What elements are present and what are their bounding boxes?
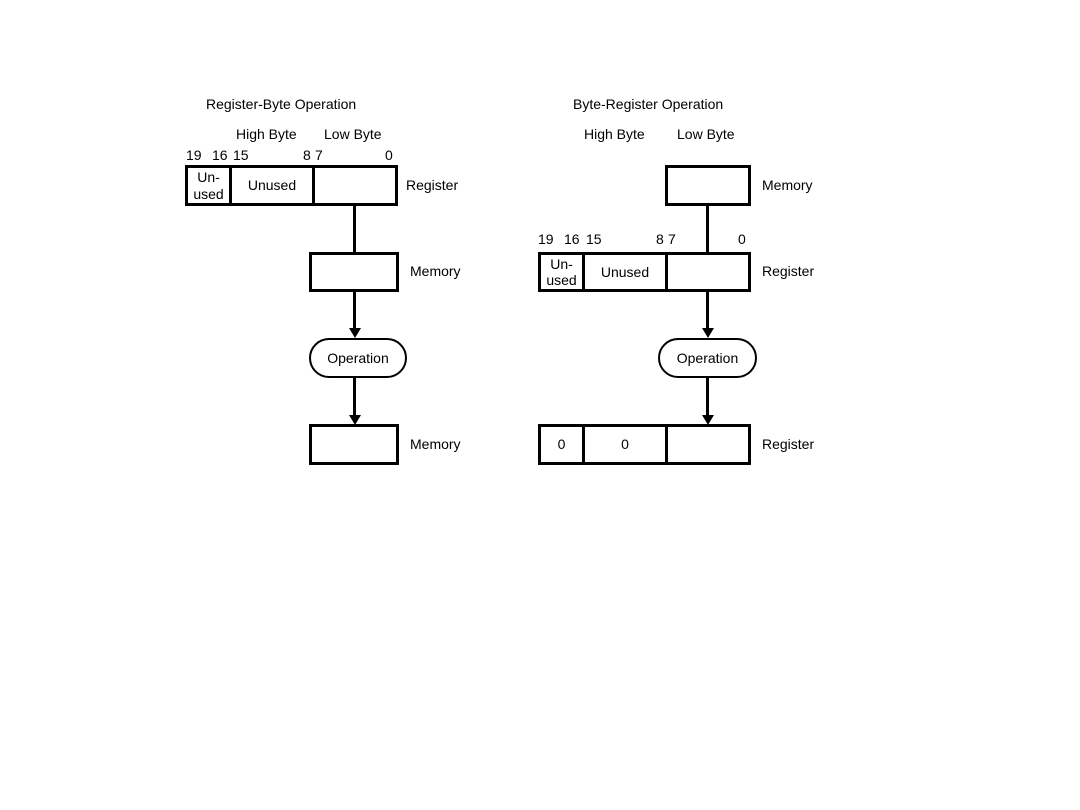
right-arrow-to-register [702,415,714,425]
right-bit-19: 19 [538,231,554,247]
right-low-byte-label: Low Byte [677,126,735,142]
left-memory-label-1: Memory [410,263,461,279]
right-result-divider-2 [665,427,668,462]
right-register-divider-1 [582,255,585,289]
right-memory-label: Memory [762,177,813,193]
left-arrow-to-memory [349,415,361,425]
right-register-unused: Unused [600,263,650,280]
left-register-divider-2 [312,168,315,203]
right-result-divider-1 [582,427,585,462]
right-line-memory-register [706,205,709,253]
left-bit-19: 19 [186,147,202,163]
left-line-register-memory [353,205,356,253]
right-title: Byte-Register Operation [573,96,724,112]
right-line-register-operation [706,291,709,329]
right-result-cell-2: 0 [621,436,629,453]
left-bit-16: 16 [212,147,228,163]
left-memory-box-2 [309,424,399,465]
left-register-unused: Unused [247,177,297,194]
right-bit-15: 15 [586,231,602,247]
left-memory-box-1 [309,252,399,292]
left-high-byte-label: High Byte [236,126,297,142]
left-bit-15: 15 [233,147,249,163]
right-operation: Operation [658,338,757,378]
left-bit-8: 8 [303,147,311,163]
right-bit-8: 8 [656,231,664,247]
left-register-divider-1 [229,168,232,203]
right-result-register-box: 0 0 [538,424,751,465]
left-line-operation-memory [353,378,356,416]
left-bit-0: 0 [385,147,393,163]
left-register-box: Un- used Unused [185,165,398,206]
right-high-byte-label: High Byte [584,126,645,142]
left-memory-label-2: Memory [410,436,461,452]
right-register-box: Un- used Unused [538,252,751,292]
right-register-label: Register [762,263,815,279]
right-result-register-label: Register [762,436,815,452]
right-register-divider-2 [665,255,668,289]
right-memory-box [665,165,751,206]
right-bit-16: 16 [564,231,580,247]
right-arrow-to-operation [702,328,714,338]
left-operation: Operation [309,338,407,378]
right-bit-0: 0 [738,231,746,247]
right-line-operation-register [706,378,709,416]
left-low-byte-label: Low Byte [324,126,382,142]
right-register-unused-small: Un- used [546,255,577,288]
left-bit-7: 7 [315,147,323,163]
left-arrow-to-operation [349,328,361,338]
right-result-cell-1: 0 [557,436,566,453]
left-register-label: Register [406,177,459,193]
left-title: Register-Byte Operation [206,96,357,112]
left-line-memory-operation [353,291,356,329]
right-bit-7: 7 [668,231,676,247]
left-register-unused-small: Un- used [193,169,224,202]
